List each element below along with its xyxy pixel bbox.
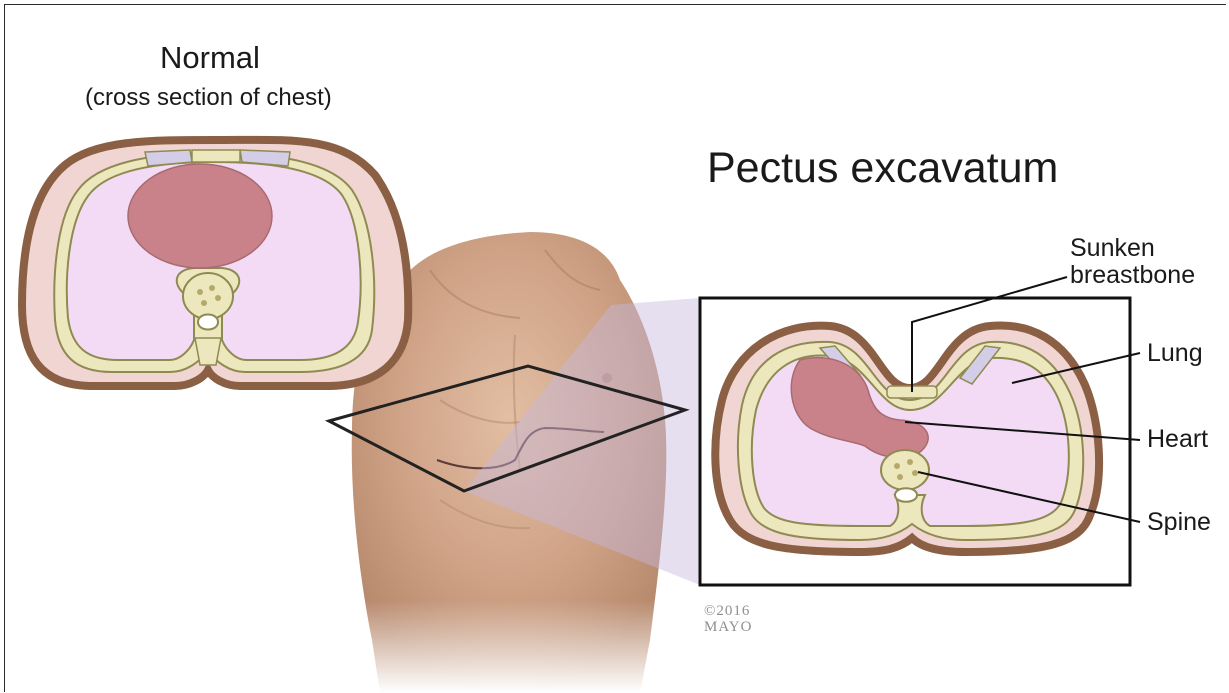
normal-subtitle: (cross section of chest): [85, 84, 332, 112]
label-lung: Lung: [1147, 339, 1203, 368]
label-heart: Heart: [1147, 425, 1208, 454]
label-sunken-line1: Sunken: [1070, 235, 1155, 262]
copyright-owner: MAYO: [704, 619, 752, 636]
pectus-title: Pectus excavatum: [707, 144, 1058, 193]
normal-spine: [183, 273, 233, 319]
copyright-year: ©2016: [704, 603, 750, 620]
label-spine: Spine: [1147, 508, 1211, 537]
pectus-spine: [881, 450, 929, 490]
label-sunken-line2: breastbone: [1070, 262, 1195, 289]
normal-heart: [128, 164, 272, 268]
normal-title: Normal: [160, 40, 260, 76]
normal-cross-section: [22, 140, 408, 386]
